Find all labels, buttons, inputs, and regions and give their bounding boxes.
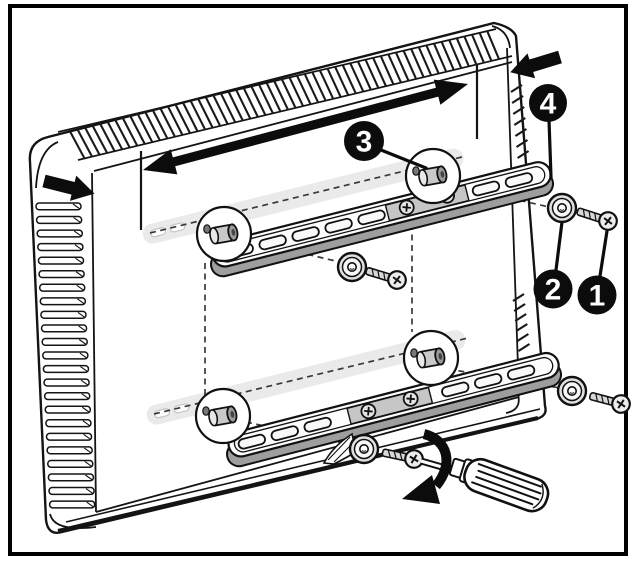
callout-badge-4: 4 (529, 84, 567, 122)
bottom-right-corner-curve (505, 393, 520, 414)
callout-label: 1 (589, 280, 606, 313)
tv-back-panel (28, 21, 547, 534)
top-left-corner-curve (35, 141, 59, 189)
page-border (8, 4, 628, 556)
callout-label: 3 (356, 126, 373, 159)
spacer-detail-circle-lower-left (194, 387, 252, 445)
screwdriver-handle (463, 457, 550, 513)
rotation-arrow (402, 429, 452, 504)
callout-leader-lines (379, 118, 609, 278)
spacer-detail-circle-upper-left (195, 205, 253, 263)
screw-upper-right (573, 201, 621, 234)
spacer-detail-circle-upper-right (404, 147, 462, 205)
callout-badge-2: 2 (533, 269, 573, 309)
callout-label: 4 (540, 88, 557, 121)
right-edge-vent-grille (510, 84, 531, 352)
callout-badge-3: 3 (344, 121, 384, 161)
washer-bottom (348, 433, 380, 465)
washer-upper-middle (336, 251, 368, 283)
spacer-detail-circle-lower-right (402, 329, 460, 387)
alignment-arrow-right (510, 50, 562, 79)
side-vent-grille (35, 202, 96, 509)
washer-lower-right (556, 375, 588, 407)
washer-upper-right (546, 192, 578, 224)
top-vent-grille (68, 30, 500, 159)
bottom-left-corner-curve (49, 513, 97, 529)
width-measurement-arrow (143, 79, 468, 175)
screwdriver (420, 457, 550, 513)
tv-bottom-edge (57, 416, 539, 533)
lower-mounting-rail (226, 351, 562, 468)
callout-label: 2 (545, 274, 562, 307)
alignment-arrow-left (42, 174, 95, 201)
callout-badge-1: 1 (577, 275, 617, 315)
top-right-corner-curve (491, 25, 511, 49)
